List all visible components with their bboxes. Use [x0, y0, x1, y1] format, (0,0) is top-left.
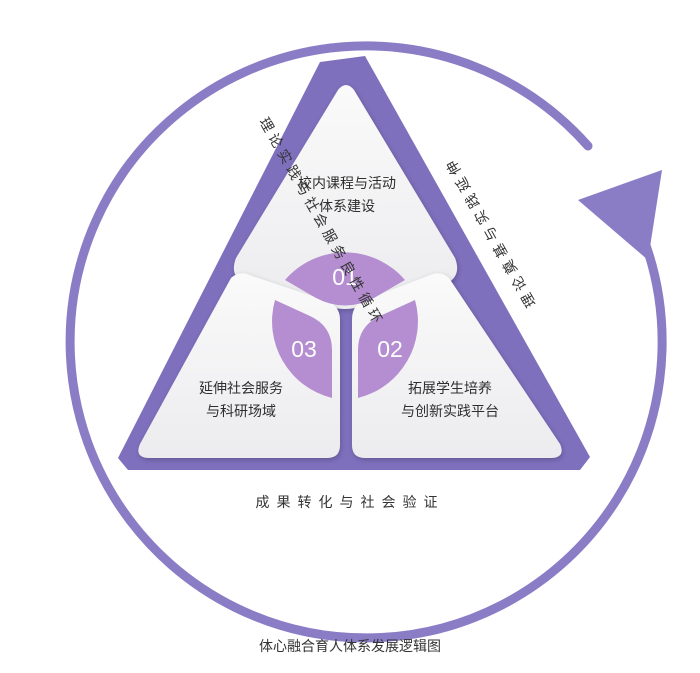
segment-label-03-line1: 延伸社会服务	[199, 381, 283, 397]
cycle-ring	[65, 41, 667, 643]
segment-label-01-line1: 校内课程与活动	[298, 175, 396, 192]
segment-card-01	[233, 85, 458, 309]
segment-label-02-line2: 与创新实践平台	[401, 404, 499, 420]
cycle-label-bottom: 成果转化与社会验证	[256, 495, 445, 511]
segment-number-01: 01	[332, 264, 358, 290]
cycle-arrow-icon	[578, 170, 662, 260]
segment-label-03-line2: 与科研场域	[206, 404, 276, 420]
segment-label-01-line2: 体系建设	[319, 199, 375, 215]
segment-center-02	[358, 300, 418, 398]
segment-label-02-line1: 拓展学生培养	[408, 381, 492, 397]
segment-center-01	[285, 252, 405, 306]
segment-center-03	[272, 300, 332, 398]
segment-number-02: 02	[377, 336, 403, 362]
figure-caption: 体心融合育人体系发展逻辑图	[259, 639, 441, 655]
segment-number-03: 03	[291, 336, 317, 362]
